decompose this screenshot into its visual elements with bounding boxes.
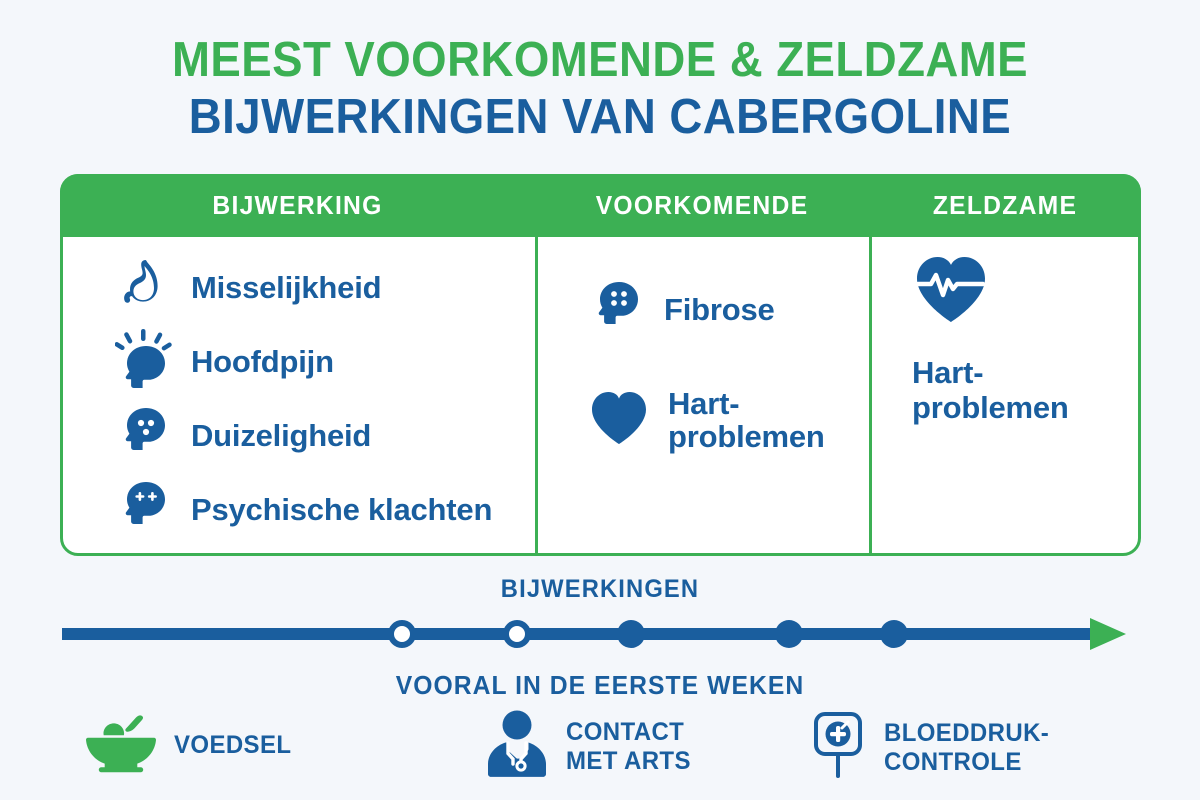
- table-row: Duizeligheid: [115, 399, 535, 473]
- table-row: Psychische klachten: [115, 473, 535, 547]
- doctor-icon: [484, 708, 550, 785]
- heart-pulse-icon: [912, 253, 990, 330]
- table-column-zeldzame: Hart- problemen: [869, 237, 1135, 553]
- timeline-dot-5: [880, 620, 908, 648]
- table-cell-label: Hart- problemen: [912, 355, 1069, 425]
- heart-icon: [588, 389, 650, 452]
- timeline-dot-1: [388, 620, 416, 648]
- head-dizzy-icon: [115, 405, 173, 468]
- title-line-1: MEEST VOORKOMENDE & ZELDZAME: [171, 33, 1029, 87]
- table-cell-label: Misselijkheid: [191, 270, 382, 306]
- footer-item-bloeddruk: BLOEDDRUK- CONTROLE: [812, 710, 1056, 785]
- blood-pressure-icon: [812, 710, 868, 785]
- table-cell-label: Psychische klachten: [191, 492, 493, 528]
- table-cell-label: Hart- problemen: [668, 385, 825, 454]
- table-row: Misselijkheid: [115, 251, 535, 325]
- footer-item-label: CONTACT MET ARTS: [566, 717, 691, 775]
- table-body: Misselijkheid: [63, 237, 1138, 553]
- table-cell-label: Hoofdpijn: [191, 344, 334, 380]
- page-title: MEEST VOORKOMENDE & ZELDZAME BIJWERKINGE…: [0, 32, 1200, 146]
- timeline-line: [62, 628, 1092, 640]
- footer-items: VOEDSEL CONTACT MET ARTS: [0, 706, 1200, 796]
- timeline-dot-3: [617, 620, 645, 648]
- table-row: Fibrose: [588, 255, 869, 365]
- timeline: [0, 612, 1200, 656]
- table-header-voorkomende: VOORKOMENDE: [595, 190, 809, 220]
- table-cell-label: Duizeligheid: [191, 418, 372, 454]
- table-row: Hoofdpijn: [114, 325, 535, 399]
- timeline-dot-4: [775, 620, 803, 648]
- table-header-bijwerking: BIJWERKING: [212, 190, 383, 220]
- side-effects-table: BIJWERKING VOORKOMENDE ZELDZAME Misselij…: [60, 174, 1141, 556]
- table-header-zeldzame: ZELDZAME: [932, 190, 1078, 220]
- arrow-right-icon: [1090, 618, 1126, 650]
- table-column-bijwerking: Misselijkheid: [63, 237, 535, 553]
- table-column-voorkomende: Fibrose Hart- problemen: [535, 237, 869, 553]
- table-cell-label: Fibrose: [664, 292, 775, 328]
- table-row: Hart- problemen: [912, 253, 1135, 425]
- head-mental-icon: [115, 479, 173, 542]
- footer-item-label: BLOEDDRUK- CONTROLE: [884, 718, 1050, 776]
- timeline-dot-2: [503, 620, 531, 648]
- footer-item-contact-arts: CONTACT MET ARTS: [484, 708, 696, 785]
- head-pain-icon: [114, 328, 173, 396]
- footer-item-voedsel: VOEDSEL: [84, 712, 296, 779]
- table-header-row: BIJWERKING VOORKOMENDE ZELDZAME: [60, 174, 1141, 237]
- head-dots-icon: [588, 279, 646, 342]
- stomach-icon: [115, 258, 173, 319]
- table-row: Hart- problemen: [588, 365, 869, 475]
- timeline-title: BIJWERKINGEN: [500, 575, 700, 603]
- food-bowl-icon: [84, 712, 158, 779]
- footer-title: VOORAL IN DE EERSTE WEKEN: [395, 670, 805, 700]
- footer-item-label: VOEDSEL: [174, 731, 292, 759]
- title-line-2: BIJWERKINGEN VAN CABERGOLINE: [188, 89, 1012, 144]
